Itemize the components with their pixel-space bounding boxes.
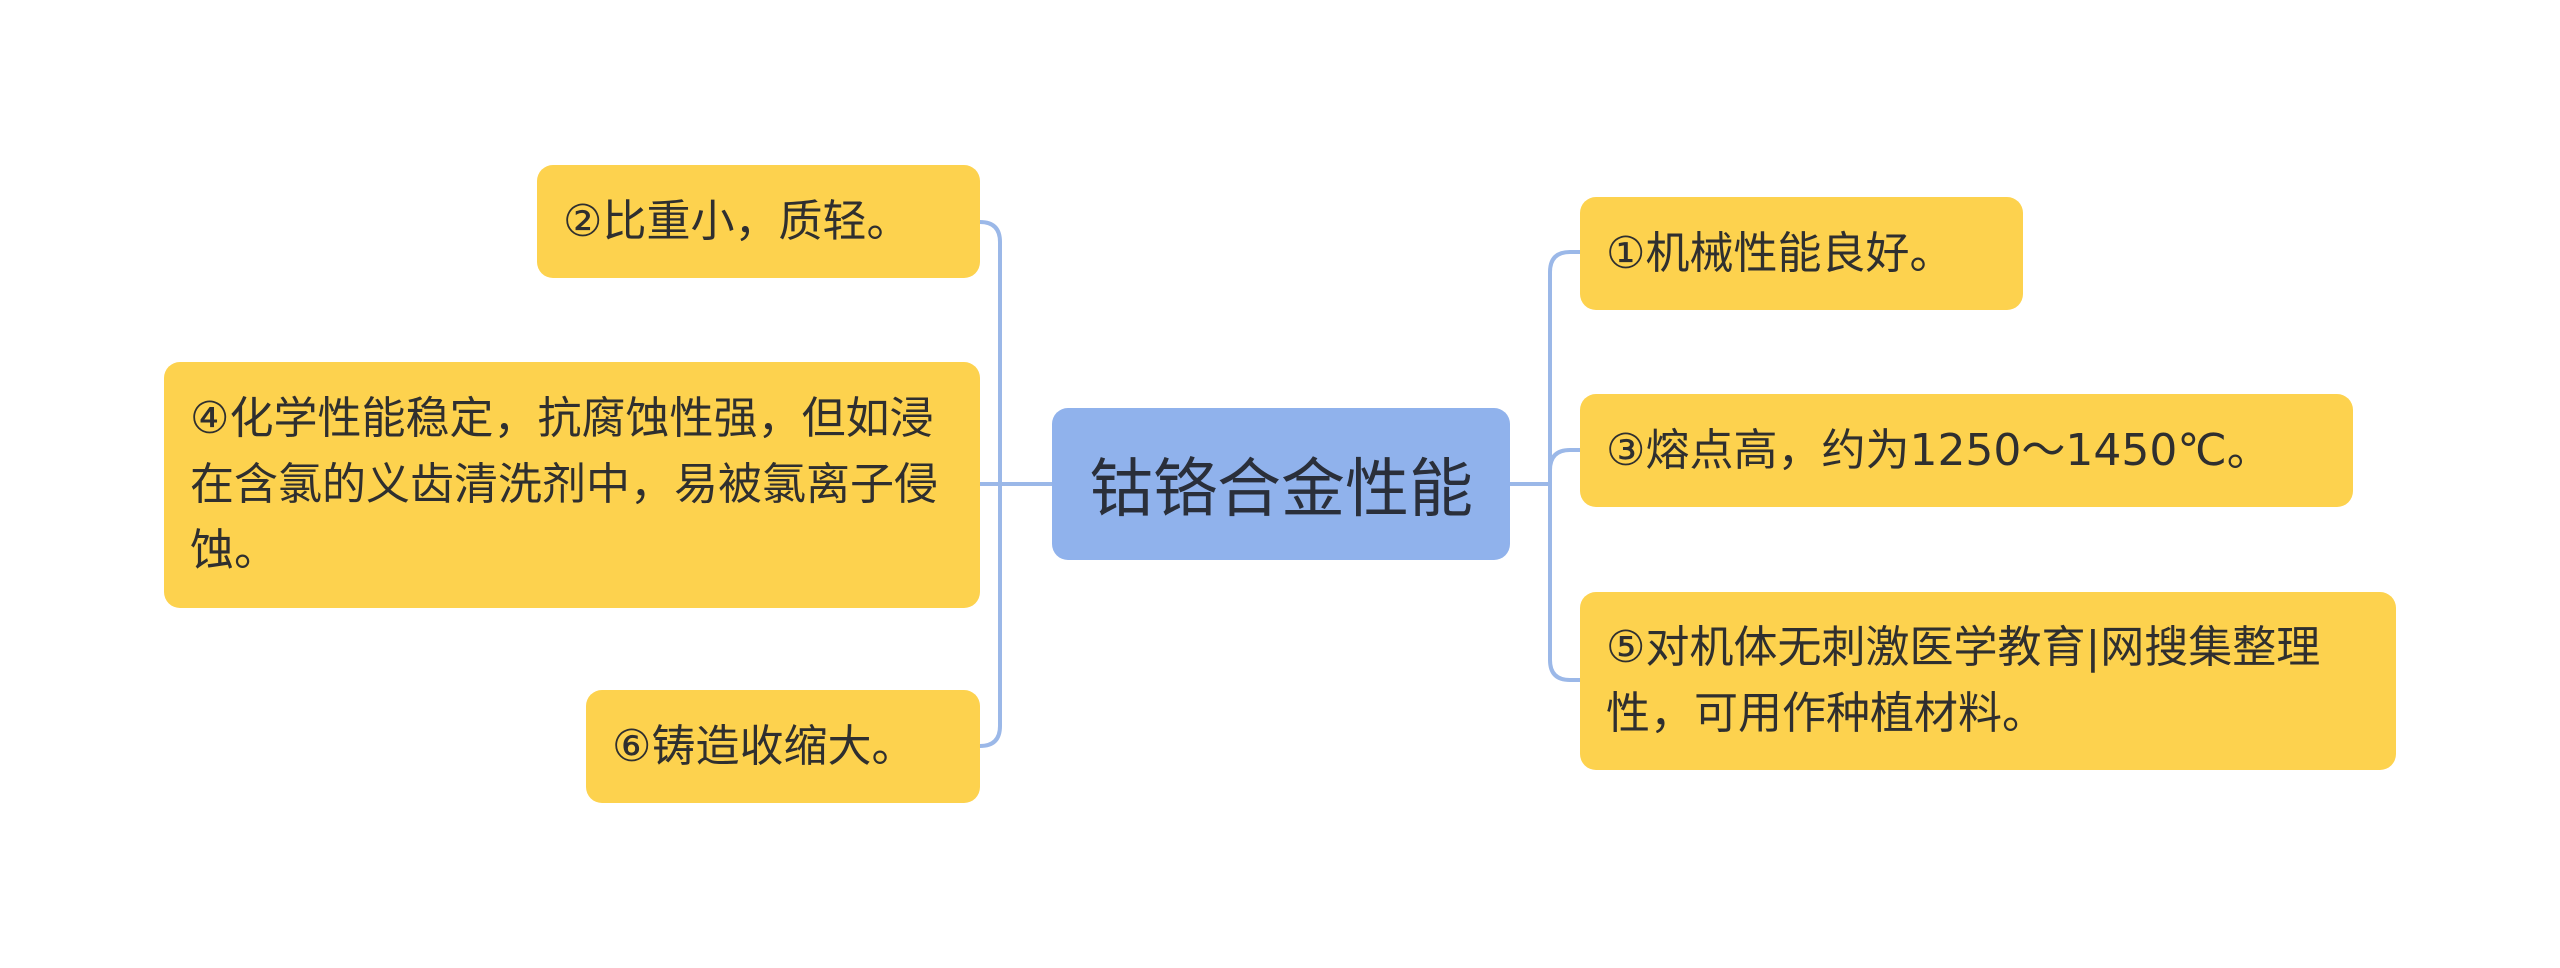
topic-3[interactable]: ③熔点高，约为1250～1450℃。 bbox=[1580, 394, 2353, 507]
topic-5-label: ⑤对机体无刺激医学教育|网搜集整理性，可用作种植材料。 bbox=[1606, 622, 2321, 739]
connector-right-n5 bbox=[1548, 482, 1582, 682]
connector-right-n3 bbox=[1548, 448, 1582, 486]
topic-2-label: ②比重小，质轻。 bbox=[563, 195, 911, 247]
topic-1[interactable]: ①机械性能良好。 bbox=[1580, 197, 2023, 310]
connector-left-n6 bbox=[978, 482, 1002, 748]
topic-4[interactable]: ④化学性能稳定，抗腐蚀性强，但如浸在含氯的义齿清洗剂中，易被氯离子侵蚀。 bbox=[164, 362, 980, 608]
topic-4-label: ④化学性能稳定，抗腐蚀性强，但如浸在含氯的义齿清洗剂中，易被氯离子侵蚀。 bbox=[190, 393, 938, 576]
topic-2[interactable]: ②比重小，质轻。 bbox=[537, 165, 980, 278]
topic-3-label: ③熔点高，约为1250～1450℃。 bbox=[1606, 424, 2271, 476]
topic-1-label: ①机械性能良好。 bbox=[1606, 227, 1954, 279]
topic-6[interactable]: ⑥铸造收缩大。 bbox=[586, 690, 980, 803]
root-topic[interactable]: 钴铬合金性能 bbox=[1052, 408, 1510, 560]
connector-left-n2 bbox=[978, 220, 1002, 486]
connector-right-n1 bbox=[1548, 250, 1582, 486]
root-topic-label: 钴铬合金性能 bbox=[1089, 453, 1473, 527]
topic-5[interactable]: ⑤对机体无刺激医学教育|网搜集整理性，可用作种植材料。 bbox=[1580, 592, 2396, 770]
topic-6-label: ⑥铸造收缩大。 bbox=[612, 720, 916, 772]
